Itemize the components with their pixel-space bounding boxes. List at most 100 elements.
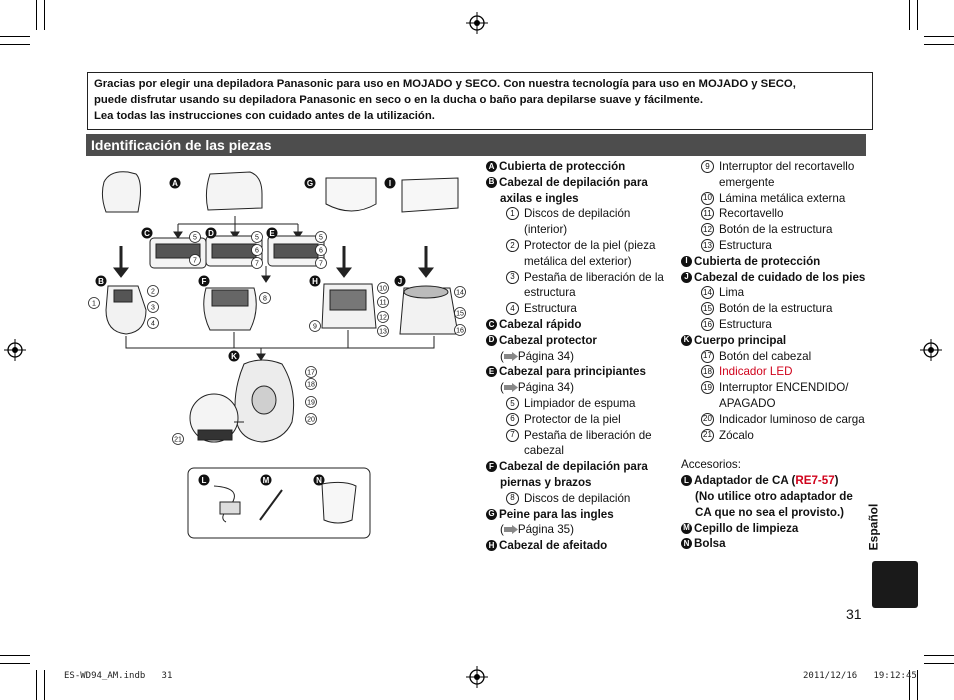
part-name: Estructura: [524, 302, 577, 316]
pouch-illustration: [321, 481, 357, 524]
number-badge: 20: [701, 412, 714, 426]
warning-text: CA que no sea el provisto.): [695, 505, 845, 519]
number-badge: 3: [506, 270, 519, 284]
diagram-number: 2: [151, 289, 155, 296]
number-badge: 6: [506, 412, 519, 426]
part-name: Cabezal de depilación para: [499, 460, 648, 474]
arrow-right-icon: [503, 383, 518, 393]
footer-date: 2011/12/16 19:12:45: [803, 671, 917, 681]
diagram-number: 16: [456, 328, 464, 335]
letter-badge: B: [486, 176, 497, 188]
diagram-number: 7: [255, 261, 259, 268]
list-item: 4 Estructura: [486, 301, 671, 317]
crop-mark: [909, 0, 910, 30]
part-name: Peine para las ingles: [499, 507, 614, 521]
letter-badge: I: [681, 255, 692, 267]
part-name: Pestaña de liberación de la: [524, 270, 664, 284]
crop-mark: [924, 663, 954, 664]
letter-badge: D: [486, 334, 497, 346]
diagram-letter: G: [307, 179, 313, 188]
language-label: Español: [866, 498, 890, 558]
part-name: Cepillo de limpieza: [694, 521, 799, 535]
number-badge: 4: [506, 302, 519, 316]
list-item: 6 Protector de la piel: [486, 412, 671, 428]
letter-badge: K: [681, 334, 692, 346]
diagram-number: 6: [319, 248, 323, 255]
diagram-number: 20: [307, 417, 315, 424]
diagram-letter: M: [263, 476, 270, 485]
part-name: emergente: [719, 175, 775, 189]
part-name: Bolsa: [694, 537, 726, 551]
diagram-letter: I: [389, 179, 391, 188]
diagram-number: 18: [307, 382, 315, 389]
part-name: Lámina metálica externa: [719, 191, 846, 205]
number-badge: 2: [506, 238, 519, 252]
footer-file: ES-WD94_AM.indb 31: [64, 671, 173, 681]
crop-mark: [36, 0, 37, 30]
number-badge: 13: [701, 238, 714, 252]
page-number: 31: [846, 606, 862, 622]
part-name: Cubierta de protección: [694, 254, 821, 268]
number-badge: 1: [506, 207, 519, 221]
letter-badge: C: [486, 318, 497, 330]
model-number: RE7-57: [795, 474, 835, 488]
crop-mark: [44, 0, 45, 30]
intro-line: Gracias por elegir una depiladora Panaso…: [94, 78, 796, 90]
number-badge: 18: [701, 365, 714, 379]
part-name: (interior): [524, 223, 568, 237]
intro-line: puede disfrutar usando su depiladora Pan…: [94, 94, 703, 106]
list-item: 2 Protector de la piel (pieza: [486, 238, 671, 254]
diagram-letter: J: [398, 277, 402, 286]
part-name: piernas y brazos: [500, 475, 592, 489]
diagram-letter: B: [98, 277, 104, 286]
protective-cover-a-illustration: [205, 171, 263, 211]
number-badge: 15: [701, 302, 714, 316]
arrow-right-icon: [503, 525, 518, 535]
list-item: 20 Indicador luminoso de carga: [681, 412, 869, 428]
spacer: [681, 443, 869, 457]
list-item: 3 Pestaña de liberación de la: [486, 270, 671, 286]
crop-mark: [0, 663, 30, 664]
crop-mark: [0, 655, 30, 656]
diagram-letter: K: [231, 352, 237, 361]
part-name: Protector de la piel: [524, 412, 621, 426]
diagram-number: 21: [174, 437, 182, 444]
part-name: Lima: [719, 286, 745, 300]
page-reference: (Página 35): [500, 523, 574, 537]
diagram-number: 13: [379, 329, 387, 336]
part-name: Cabezal protector: [499, 333, 597, 347]
protective-cover-i-illustration: [401, 177, 459, 213]
part-name: Estructura: [719, 317, 772, 331]
part-name: axilas e ingles: [500, 191, 579, 205]
crop-mark: [909, 670, 910, 700]
crop-mark: [924, 36, 954, 37]
part-name: Botón del cabezal: [719, 349, 812, 363]
registration-mark-icon: [466, 12, 488, 34]
part-name: Discos de depilación: [524, 207, 631, 221]
part-name: APAGADO: [719, 396, 776, 410]
part-name: Discos de depilación: [524, 491, 631, 505]
letter-badge: E: [486, 366, 497, 378]
letter-badge: F: [486, 461, 497, 473]
part-name: estructura: [524, 286, 576, 300]
bikini-comb-illustration: [325, 177, 377, 212]
diagram-number: 7: [193, 258, 197, 265]
part-name: Interruptor del recortavello: [719, 160, 855, 173]
part-name-text: ): [834, 474, 839, 488]
number-badge: 9: [701, 160, 714, 173]
diagram-letter: H: [312, 277, 318, 286]
part-name: Cabezal de afeitado: [499, 539, 608, 553]
part-name: Indicador luminoso de carga: [719, 412, 865, 426]
part-name: Protector de la piel (pieza: [524, 238, 656, 252]
diagram-number: 7: [319, 261, 323, 268]
